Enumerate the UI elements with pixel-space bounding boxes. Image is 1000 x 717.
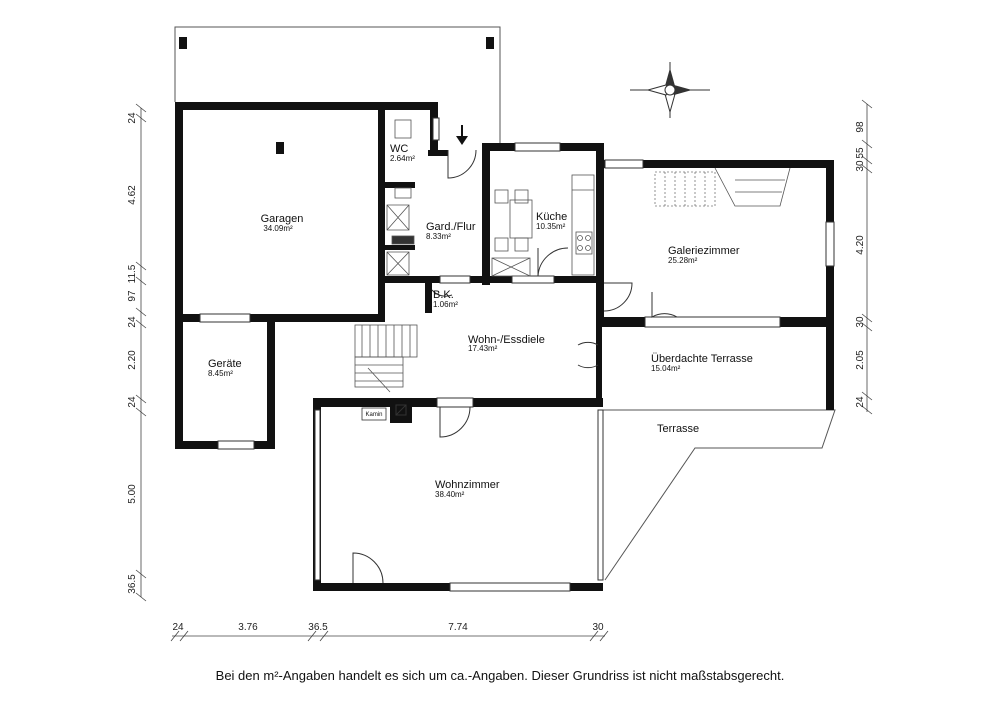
carport-post-left: [179, 37, 187, 49]
dim-left-2: 4.62: [127, 185, 138, 205]
dim-right-4: 4.20: [855, 235, 866, 255]
walls: [175, 102, 834, 591]
kitchen-fixtures: [491, 174, 595, 277]
dim-bottom-3: 36.5: [308, 622, 328, 633]
dim-left-9: 5.00: [127, 484, 138, 504]
dimension-line-bottom: 24 3.76 36.5 7.74 30: [170, 622, 609, 642]
stairs: [354, 324, 418, 393]
dim-left-4: 97: [127, 290, 138, 302]
terrace-outline: [600, 409, 836, 581]
room-area-living: 38.40m²: [435, 490, 465, 499]
room-area-hall: 8.33m²: [426, 232, 451, 241]
dim-bottom-1: 24: [172, 622, 184, 633]
room-name-dining: Wohn-/Essdiele: [468, 334, 545, 346]
chimney-flue: [395, 404, 407, 416]
carport-post-right: [486, 37, 494, 49]
fireplace: [361, 407, 387, 421]
chimney-flue-mark: [395, 404, 407, 416]
dim-right-1: 98: [855, 121, 866, 133]
room-name-terrace: Terrasse: [657, 423, 699, 435]
room-area-covered-terrace: 15.04m²: [651, 364, 681, 373]
room-labels: Garagen 34.09m² WC 2.64m² Gard./Flur 8.3…: [208, 143, 753, 499]
dim-right-2: 55: [855, 147, 866, 159]
room-name-hall: Gard./Flur: [426, 221, 476, 233]
room-area-dining: 17.43m²: [468, 344, 498, 353]
fireplace-label: Kamin: [365, 412, 382, 418]
windows: [199, 117, 835, 592]
compass-rose-icon: [630, 62, 710, 118]
room-name-wc: WC: [390, 143, 408, 155]
dim-right-6: 2.05: [855, 350, 866, 370]
room-area-wc: 2.64m²: [390, 154, 415, 163]
room-area-gallery: 25.28m²: [668, 256, 698, 265]
dim-bottom-4: 7.74: [448, 622, 468, 633]
gallery-stairs: [654, 171, 716, 207]
dim-left-3: 24: [127, 316, 138, 328]
dim-left-6: 24: [127, 396, 138, 408]
dim-right-7: 24: [855, 396, 866, 408]
room-area-bk: 1.06m²: [433, 300, 458, 309]
wardrobe-fixtures: [386, 119, 415, 276]
room-area-tools: 8.45m²: [208, 369, 233, 378]
dim-left-7: 2.20: [127, 350, 138, 370]
room-name-bk: B.K.: [433, 289, 454, 301]
dimension-line-right: 98 55 30 4.20 30 2.05 24: [855, 99, 873, 415]
room-area-kitchen: 10.35m²: [536, 222, 566, 231]
dim-bottom-5: 30: [592, 622, 604, 633]
room-name-tools: Geräte: [208, 358, 242, 370]
dim-left-1: 24: [127, 112, 138, 124]
room-name-covered-terrace: Überdachte Terrasse: [651, 353, 753, 365]
room-name-kitchen: Küche: [536, 211, 567, 223]
room-name-garage: Garagen: [261, 213, 304, 225]
dimension-line-left: 24 4.62 24 97 11.5 24 2.20 24 5.00 36.5: [127, 103, 147, 602]
gallery-stairs-solid: [714, 167, 791, 207]
door-swings: [352, 149, 678, 584]
dim-right-3: 30: [855, 160, 866, 172]
disclaimer-text: Bei den m²-Angaben handelt es sich um ca…: [215, 668, 785, 683]
entrance-arrow-icon: [456, 125, 468, 145]
dim-left-5: 11.5: [127, 264, 138, 283]
room-name-gallery: Galeriezimmer: [668, 245, 740, 257]
room-area-garage: 34.09m²: [263, 224, 293, 233]
dim-right-5: 30: [855, 316, 866, 328]
room-name-living: Wohnzimmer: [435, 479, 500, 491]
garage-marker: [276, 142, 284, 154]
dim-bottom-2: 3.76: [238, 622, 258, 633]
driveway-outline: [174, 26, 501, 143]
dim-left-10: 36.5: [127, 574, 138, 594]
